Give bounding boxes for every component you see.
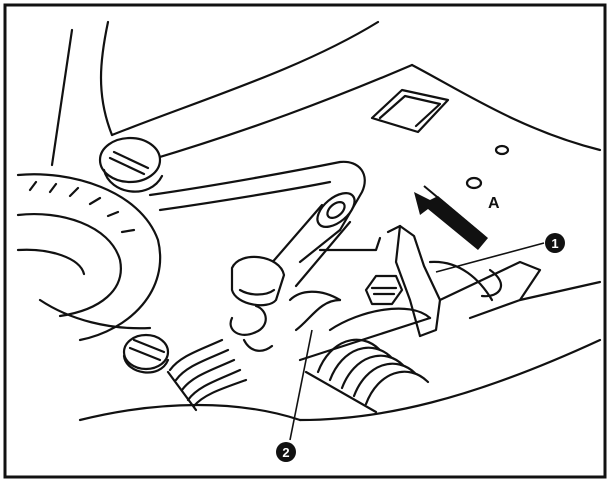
callout-1: 1 [545, 233, 565, 253]
leader-line-2 [289, 329, 313, 441]
leader-line-1 [435, 242, 545, 273]
callout-2-number: 2 [282, 445, 289, 460]
arrow-label-a: A [488, 195, 500, 212]
callout-1-number: 1 [551, 236, 558, 251]
figure-frame [3, 3, 607, 479]
callout-2: 2 [276, 442, 296, 462]
machine-drawing [16, 20, 602, 422]
direction-arrow [414, 185, 488, 250]
